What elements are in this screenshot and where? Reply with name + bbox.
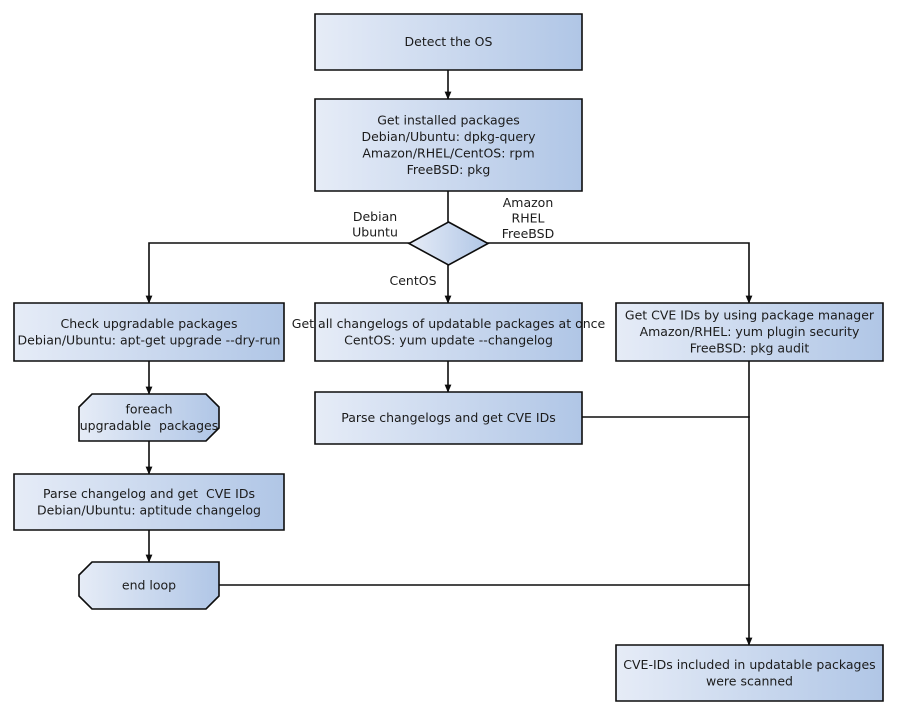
node-shape-get-installed-packages (314, 98, 583, 192)
node-shape-parse-changelog-cve-ids (13, 473, 285, 531)
node-shape-get-cve-ids-package-manager (615, 302, 884, 362)
node-os-decision[interactable] (407, 221, 490, 266)
connector-layer (145, 69, 753, 646)
node-detect-os[interactable]: Detect the OS (314, 13, 583, 71)
connector-decision-to-left-branch (145, 242, 410, 304)
node-get-all-changelogs[interactable]: Get all changelogs of updatable packages… (292, 302, 606, 362)
node-label-end-loop: end loop (122, 577, 176, 592)
node-shape-end-loop (78, 561, 220, 610)
node-parse-changelogs-cve-ids[interactable]: Parse changelogs and get CVE IDs (314, 391, 583, 445)
node-label-parse-changelogs-cve-ids: Parse changelogs and get CVE IDs (341, 410, 555, 425)
node-shape-check-upgradable-packages (13, 302, 285, 362)
node-shape-foreach-loop-start (78, 393, 220, 442)
node-end-loop[interactable]: end loop (78, 561, 220, 610)
node-label-get-all-changelogs: Get all changelogs of updatable packages… (292, 315, 606, 347)
node-shape-detect-os (314, 13, 583, 71)
node-label-detect-os: Detect the OS (405, 34, 493, 49)
node-shape-parse-changelogs-cve-ids (314, 391, 583, 445)
node-shape-get-all-changelogs (314, 302, 583, 362)
node-shape-os-decision (407, 221, 490, 266)
edge-label-label-centos: CentOS (389, 273, 436, 288)
connector-decision-to-right-branch (487, 242, 753, 304)
node-shape-scan-complete (615, 644, 884, 702)
